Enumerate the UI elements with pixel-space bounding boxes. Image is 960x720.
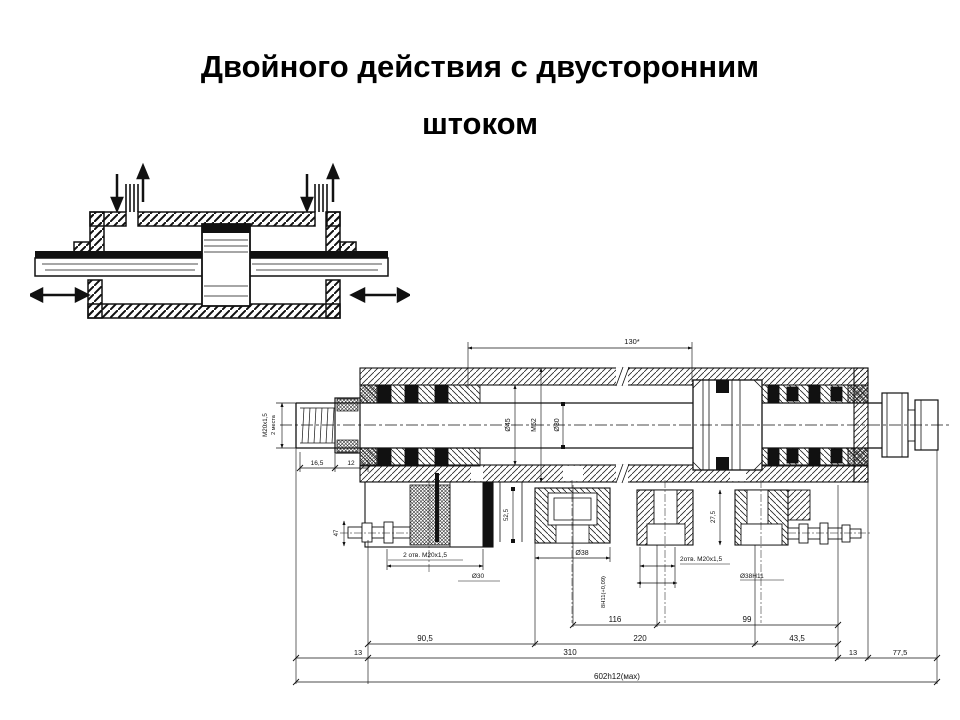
dim-310: 310 (563, 648, 577, 657)
centerlines (280, 424, 952, 623)
dim-stroke-130: 130* (624, 337, 640, 346)
dim-dia30-rod: Ø30 (554, 418, 561, 431)
schematic-piston (201, 223, 251, 307)
dim-dia30-port: Ø30 (472, 573, 485, 580)
dim-16-5: 16,5 (311, 460, 324, 467)
dimension-lines (276, 342, 941, 686)
dim-13-right: 13 (849, 648, 857, 657)
piston-rod (295, 402, 868, 449)
slide-title: Двойного действия с двусторонним штоком (0, 38, 960, 152)
dim-52-5: 52,5 (503, 508, 510, 521)
dim-m52: М52 (531, 418, 538, 432)
dim-13-left: 13 (354, 648, 362, 657)
dim-overall-602: 602h12(мах) (594, 672, 640, 681)
callout-holes-right: 2отв. М20х1,5 (680, 556, 722, 563)
dim-12: 12 (347, 460, 355, 467)
dim-47: 47 (334, 529, 340, 536)
dim-27-5: 27,5 (710, 510, 717, 523)
dim-99: 99 (743, 615, 752, 624)
dimension-labels: 130* М20х1,5 2 места 16,5 12 Ø45 М52 Ø30… (262, 337, 907, 681)
flange-section (347, 473, 862, 548)
dim-dia38: Ø38 (575, 550, 588, 557)
dim-116: 116 (609, 615, 622, 624)
dim-220: 220 (633, 634, 647, 643)
dim-43-5: 43,5 (789, 634, 805, 643)
gland-right (761, 367, 869, 483)
dim-77-5: 77,5 (893, 648, 908, 657)
dim-90-5: 90,5 (417, 634, 433, 643)
dim-dia45: Ø45 (505, 418, 512, 431)
callout-holes-left: 2 отв. М20х1,5 (403, 552, 447, 559)
piston (692, 379, 763, 471)
schematic-cylinder-walls (73, 211, 357, 319)
schematic-double-rod-cylinder (30, 162, 410, 319)
schematic-ports (125, 184, 328, 212)
dim-rod-thread-note: 2 места (271, 414, 277, 435)
flow-arrows-icon (110, 162, 340, 214)
slide-title-line1: Двойного действия с двусторонним (200, 49, 760, 84)
gland-left (359, 384, 481, 467)
dim-dia38h11: Ø38Н11 (740, 573, 764, 580)
rod-collar (334, 397, 361, 454)
assembly-drawing: 130* М20х1,5 2 места 16,5 12 Ø45 М52 Ø30… (262, 337, 952, 686)
motion-arrows-icon (30, 286, 410, 304)
slide-title-line2: штоком (421, 106, 539, 141)
dim-rod-thread: М20х1,5 (262, 413, 269, 437)
dim-groove-8h11: 8Н11(+0,09) (601, 576, 607, 608)
